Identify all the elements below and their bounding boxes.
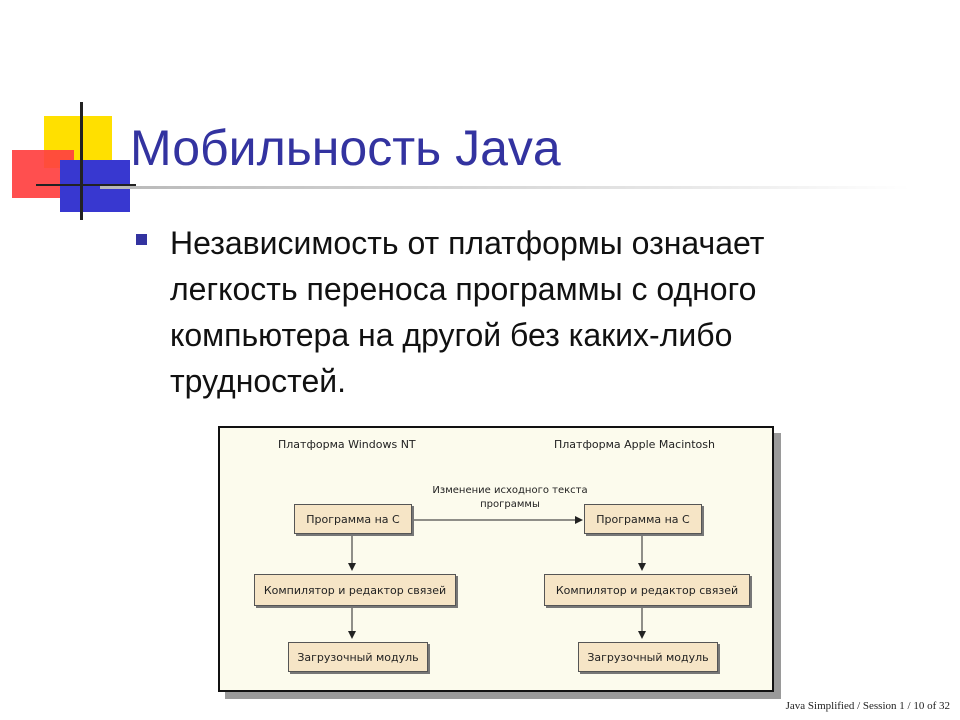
- bullet-marker: [136, 234, 147, 245]
- slide-title: Мобильность Java: [130, 120, 561, 176]
- platform-diagram: Платформа Windows NT Платформа Apple Mac…: [218, 426, 774, 692]
- right-module-box: Загрузочный модуль: [578, 642, 718, 672]
- diagram-arrows: [348, 516, 646, 639]
- left-source-box: Программа на С: [294, 504, 412, 534]
- title-divider: [100, 186, 910, 189]
- bullet-text: Независимость от платформы означает легк…: [170, 225, 765, 399]
- slide-footer: Java Simplified / Session 1 / 10 of 32: [785, 700, 950, 712]
- right-compiler-box: Компилятор и редактор связей: [544, 574, 750, 606]
- right-source-box: Программа на С: [584, 504, 702, 534]
- left-platform-label: Платформа Windows NT: [278, 438, 416, 451]
- left-module-box: Загрузочный модуль: [288, 642, 428, 672]
- right-platform-label: Платформа Apple Macintosh: [554, 438, 715, 451]
- left-compiler-box: Компилятор и редактор связей: [254, 574, 456, 606]
- change-label: Изменение исходного текста программы: [432, 485, 588, 510]
